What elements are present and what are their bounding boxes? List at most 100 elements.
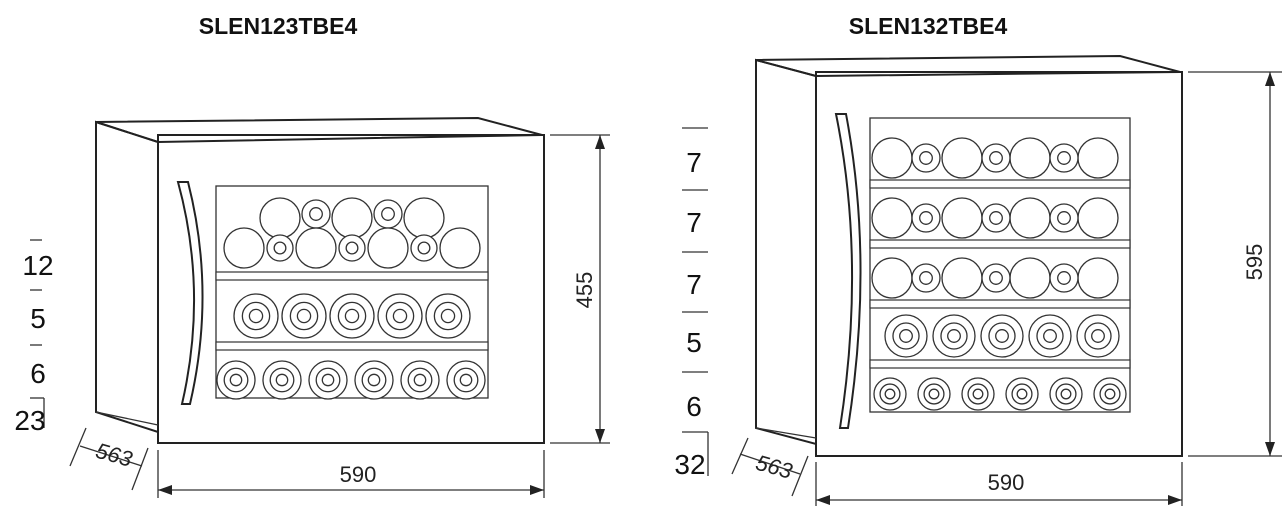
shelf-rail bbox=[869, 179, 1131, 189]
bottle-punt bbox=[972, 388, 984, 400]
height-dimension-right: 595 bbox=[1188, 71, 1282, 457]
bottle-base bbox=[941, 257, 983, 299]
bottle-neck bbox=[309, 207, 323, 221]
bottle-punt bbox=[1060, 388, 1072, 400]
bottle-punt bbox=[1043, 329, 1057, 343]
shelf-rail bbox=[869, 359, 1131, 369]
bottle-punt bbox=[413, 373, 427, 387]
cabinet-left-door bbox=[157, 134, 545, 444]
bottle-base bbox=[941, 197, 983, 239]
shelf-capacity-left: 12 5 6 23 bbox=[14, 239, 54, 436]
bottle-punt bbox=[1016, 388, 1028, 400]
glass-window-left bbox=[215, 185, 489, 399]
bottle-neck bbox=[919, 271, 933, 285]
bottle-neck bbox=[989, 151, 1003, 165]
bottle-punt bbox=[321, 373, 335, 387]
model-left: SLEN123TBE4 12 5 6 23 bbox=[14, 13, 610, 498]
bottle-punt bbox=[995, 329, 1009, 343]
capacity-label: 7 bbox=[686, 147, 702, 178]
bottle-punt bbox=[899, 329, 913, 343]
bottle-base bbox=[223, 227, 265, 269]
bottle-base bbox=[1077, 197, 1119, 239]
capacity-label: 5 bbox=[686, 327, 702, 358]
bottle-base bbox=[871, 137, 913, 179]
bottle-neck bbox=[345, 241, 359, 255]
width-dimension-right: 590 bbox=[815, 462, 1183, 506]
model-right-title: SLEN132TBE4 bbox=[849, 13, 1008, 39]
height-label-left: 455 bbox=[572, 272, 597, 309]
capacity-label: 23 bbox=[14, 405, 45, 436]
capacity-label: 6 bbox=[30, 358, 46, 389]
bottle-neck bbox=[1057, 271, 1071, 285]
bottle-base bbox=[1077, 137, 1119, 179]
bottle-punt bbox=[344, 308, 360, 324]
bottle-neck bbox=[919, 151, 933, 165]
bottle-base bbox=[331, 197, 373, 239]
bottle-punt bbox=[229, 373, 243, 387]
depth-label-right: 563 bbox=[753, 450, 796, 484]
depth-label-left: 563 bbox=[93, 438, 136, 472]
bottle-punt bbox=[1091, 329, 1105, 343]
bottle-base bbox=[941, 137, 983, 179]
depth-dimension-right: 563 bbox=[731, 437, 809, 497]
bottle-punt bbox=[440, 308, 456, 324]
bottle-punt bbox=[1104, 388, 1116, 400]
height-label-right: 595 bbox=[1242, 244, 1267, 281]
width-label-right: 590 bbox=[988, 470, 1025, 495]
door-handle-right bbox=[834, 113, 862, 429]
cabinet-left-side bbox=[95, 120, 159, 434]
bottle-neck bbox=[381, 207, 395, 221]
interior-left bbox=[215, 197, 489, 400]
bottle-punt bbox=[947, 329, 961, 343]
depth-dimension-left: 563 bbox=[69, 427, 149, 491]
bottle-neck bbox=[989, 271, 1003, 285]
capacity-label: 6 bbox=[686, 391, 702, 422]
bottle-base bbox=[1077, 257, 1119, 299]
bottle-base bbox=[1009, 257, 1051, 299]
cabinet-right bbox=[755, 54, 1183, 457]
capacity-label: 7 bbox=[686, 207, 702, 238]
model-left-title: SLEN123TBE4 bbox=[199, 13, 358, 39]
bottle-neck bbox=[273, 241, 287, 255]
bottle-base bbox=[403, 197, 445, 239]
bottle-punt bbox=[459, 373, 473, 387]
capacity-label: 5 bbox=[30, 303, 46, 334]
bottle-punt bbox=[392, 308, 408, 324]
bottle-neck bbox=[1057, 211, 1071, 225]
bottle-base bbox=[871, 197, 913, 239]
bottle-base bbox=[1009, 137, 1051, 179]
glass-window-right bbox=[869, 117, 1131, 413]
bottle-punt bbox=[275, 373, 289, 387]
bottle-base bbox=[439, 227, 481, 269]
shelf-capacity-right: 7 7 7 5 6 32 bbox=[674, 127, 709, 480]
width-dimension-left: 590 bbox=[157, 450, 545, 498]
cabinet-right-door bbox=[815, 71, 1183, 457]
bottle-punt bbox=[296, 308, 312, 324]
cabinet-left bbox=[95, 116, 545, 444]
shelf-rail bbox=[869, 239, 1131, 249]
width-label-left: 590 bbox=[340, 462, 377, 487]
bottle-base bbox=[871, 257, 913, 299]
shelf-rail bbox=[869, 299, 1131, 309]
bottle-neck bbox=[989, 211, 1003, 225]
capacity-label: 7 bbox=[686, 269, 702, 300]
shelf-rail bbox=[215, 271, 489, 281]
cabinet-right-side bbox=[755, 58, 817, 446]
interior-right bbox=[869, 137, 1131, 411]
shelf-rail bbox=[215, 341, 489, 351]
height-dimension-left: 455 bbox=[550, 134, 610, 444]
bottle-punt bbox=[928, 388, 940, 400]
bottle-punt bbox=[884, 388, 896, 400]
bottle-neck bbox=[919, 211, 933, 225]
bottle-base bbox=[1009, 197, 1051, 239]
capacity-label: 32 bbox=[674, 449, 705, 480]
model-right: SLEN132TBE4 7 7 7 5 6 32 bbox=[674, 13, 1282, 506]
cabinet-left-top bbox=[95, 116, 543, 144]
bottle-punt bbox=[248, 308, 264, 324]
bottle-neck bbox=[1057, 151, 1071, 165]
door-handle-left bbox=[176, 181, 204, 405]
bottle-neck bbox=[417, 241, 431, 255]
capacity-label: 12 bbox=[22, 250, 53, 281]
bottle-base bbox=[295, 227, 337, 269]
